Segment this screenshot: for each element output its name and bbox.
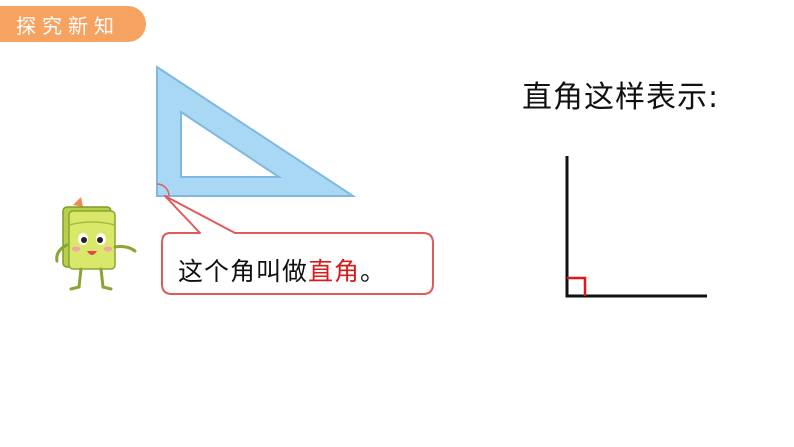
speech-bubble — [161, 195, 434, 295]
book-character-icon — [55, 197, 137, 291]
bubble-highlight: 直角 — [308, 257, 361, 286]
right-angle-diagram — [565, 156, 707, 298]
bubble-text: 这个角叫做直角。 — [178, 252, 386, 288]
section-tag: 探究新知 — [0, 6, 146, 42]
angle-arc — [156, 183, 170, 197]
bubble-text-after: 。 — [360, 257, 387, 286]
right-angle-heading: 直角这样表示: — [522, 80, 720, 115]
bubble-text-before: 这个角叫做 — [178, 257, 309, 286]
right-angle-mark — [567, 276, 587, 296]
set-square-icon — [156, 65, 357, 197]
